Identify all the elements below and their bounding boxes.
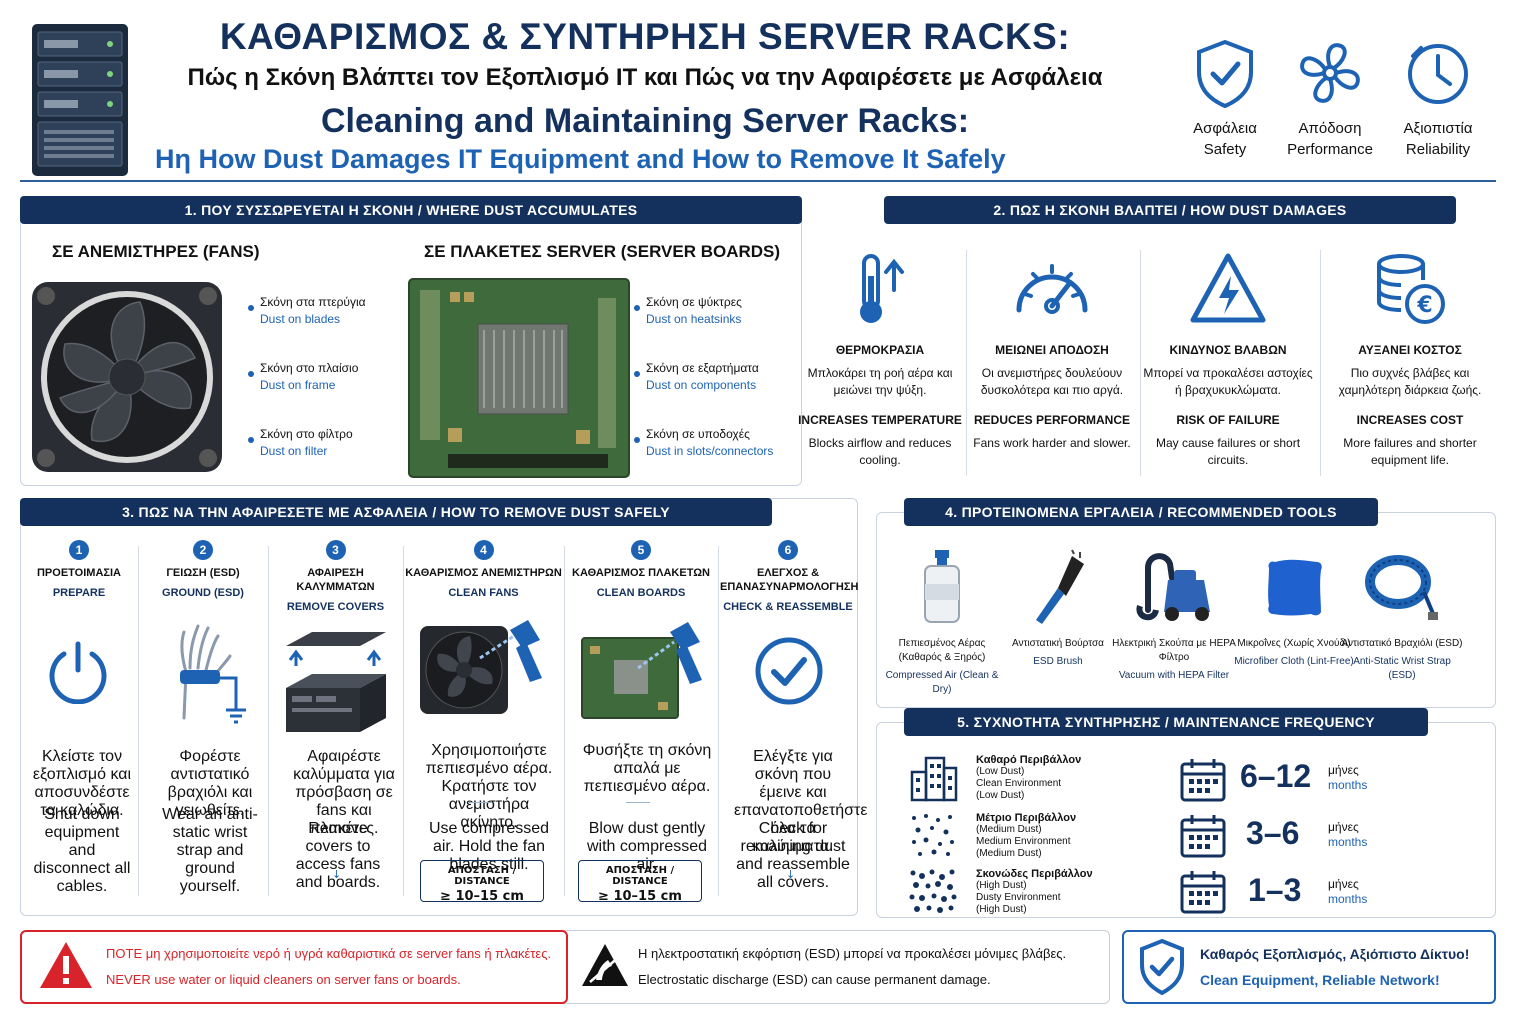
callout-board-components: Σκόνη σε εξαρτήματα Dust on components <box>646 361 759 392</box>
callout-fan-blades: Σκόνη στα πτερύγια Dust on blades <box>260 295 366 326</box>
warning-no-liquids <box>20 930 568 1004</box>
calendar-icon <box>1180 815 1226 858</box>
check-circle-icon <box>755 637 823 705</box>
shield-check-icon <box>1140 938 1184 996</box>
shield-check-icon <box>1197 39 1253 108</box>
calendar-icon <box>1180 871 1226 914</box>
step-clean-fans: 4 ΚΑΘΑΡΙΣΜΟΣ ΑΝΕΜΙΣΤΗΡΩΝ CLEAN FANS <box>405 540 562 600</box>
tool-esd-brush: Αντιστατική Βούρτσα ESD Brush <box>996 548 1120 669</box>
power-icon <box>49 641 107 704</box>
frequency-medium: 3–6 <box>1246 815 1300 851</box>
brush-icon <box>1036 549 1084 624</box>
vacuum-icon <box>1136 553 1210 621</box>
clean-board-icon <box>581 622 702 719</box>
calendar-icon <box>1180 759 1226 802</box>
step-clean-boards: 5 ΚΑΘΑΡΙΣΜΟΣ ΠΛΑΚΕΤΩΝ CLEAN BOARDS <box>566 540 716 600</box>
badge-performance: Απόδοση Performance <box>1275 38 1385 158</box>
compressed-air-icon <box>924 550 960 623</box>
page-subtitle-greek: Πώς η Σκόνη Βλάπτει τον Εξοπλισμό ΙΤ και… <box>187 64 1103 91</box>
damage-temperature: ΘΕΡΜΟΚΡΑΣΙΑ Μπλοκάρει τη ροή αέρα και με… <box>794 250 966 469</box>
boards-heading: ΣΕ ΠΛΑΚΕΤΕΣ SERVER (SERVER BOARDS) <box>424 242 781 261</box>
damage-cost: € ΑΥΞΑΝΕΙ ΚΟΣΤΟΣ Πιο συχνές βλάβες και χ… <box>1324 250 1496 469</box>
tool-antistatic-wrist-strap: Αντιστατικό Βραχιόλι (ESD) Anti-Static W… <box>1340 548 1464 683</box>
page-title-english: Cleaning and Maintaining Server Racks: <box>320 102 970 140</box>
dusty-server-board-illustration <box>408 278 630 478</box>
cost-icon: € <box>1377 254 1445 324</box>
tool-microfiber-cloth: Μικροΐνες (Χωρίς Χνούδι) Microfiber Clot… <box>1232 548 1356 669</box>
badge-safety: Ασφάλεια Safety <box>1170 38 1280 158</box>
callout-board-heatsinks: Σκόνη σε ψύκτρες Dust on heatsinks <box>646 295 742 326</box>
section-4-bar: 4. ΠΡΟΤΕΙΝΟΜΕΝΑ ΕΡΓΑΛΕΙΑ / RECOMMENDED T… <box>904 498 1378 526</box>
high-dust-icon <box>909 869 957 913</box>
arrow-down-icon: ↓ <box>332 868 342 881</box>
callout-fan-frame: Σκόνη στο πλαίσιο Dust on frame <box>260 361 359 392</box>
warning-icon <box>1190 253 1266 323</box>
step-remove-covers: 3 ΑΦΑΙΡΕΣΗ ΚΑΛΥΜΜΑΤΩΝ REMOVE COVERS <box>270 540 401 614</box>
section-5-bar: 5. ΣΥΧΝΟΤΗΤΑ ΣΥΝΤΗΡΗΣΗΣ / MAINTENANCE FR… <box>904 708 1428 736</box>
building-icon <box>910 756 958 802</box>
thermometer-icon <box>860 254 904 323</box>
step-check-reassemble: 6 ΕΛΕΓΧΟΣ & ΕΠΑΝΑΣΥΝΑΡΜΟΛΟΓΗΣΗ CHECK & R… <box>720 540 858 614</box>
fan-icon <box>1300 43 1360 103</box>
slogan-box <box>1122 930 1496 1004</box>
damage-performance: ΜΕΙΩΝΕΙ ΑΠΟΔΟΣΗ Οι ανεμιστήρες δουλεύουν… <box>966 250 1138 452</box>
clean-fan-icon <box>420 620 542 714</box>
medium-dust-icon <box>912 814 954 856</box>
page-title-greek: ΚΑΘΑΡΙΣΜΟΣ & ΣΥΝΤΗΡΗΣΗ SERVER RACKS: <box>219 16 1071 57</box>
esd-warning-icon <box>582 944 628 986</box>
step-ground-esd: 2 ΓΕΙΩΣΗ (ESD) GROUND (ESD) <box>140 540 266 600</box>
badge-reliability: Αξιοπιστία Reliability <box>1383 38 1493 158</box>
clock-icon <box>1408 44 1468 104</box>
tool-hepa-vacuum: Ηλεκτρική Σκούπα με HEPA Φίλτρο Vacuum w… <box>1112 548 1236 683</box>
page-subtitle-english: Hη How Dust Damages IT Equipment and How… <box>155 144 1006 174</box>
warning-text-greek: ΠΟΤΕ μη χρησιμοποιείτε νερό ή υγρά καθαρ… <box>106 946 552 961</box>
slogan-english: Clean Equipment, Reliable Network! <box>1200 972 1440 988</box>
distance-box-fans: ΑΠΟΣΤΑΣΗ / DISTANCE ≥ 10–15 cm <box>420 860 544 904</box>
damage-failure-risk: ΚΙΝΔΥΝΟΣ ΒΛΑΒΩΝ Μπορεί να προκαλέσει αστ… <box>1142 250 1314 469</box>
step-prepare: 1 ΠΡΟΕΤΟΙΜΑΣΙΑ PREPARE <box>22 540 136 600</box>
tool-compressed-air: Πεπιεσμένος Αέρας (Καθαρός & Ξηρός) Comp… <box>880 548 1004 697</box>
dusty-fan-illustration <box>32 282 222 472</box>
warning-text-english: NEVER use water or liquid cleaners on se… <box>106 972 461 987</box>
fans-heading: ΣΕ ΑΝΕΜΙΣΤΗΡΕΣ (FANS) <box>52 242 260 261</box>
environment-medium: Μέτριο Περιβάλλον (Medium Dust) Medium E… <box>976 812 1077 859</box>
esd-text-english: Electrostatic discharge (ESD) can cause … <box>638 972 991 987</box>
svg-text:€: € <box>1416 293 1432 318</box>
callout-board-slots: Σκόνη σε υποδοχές Dust in slots/connecto… <box>646 427 774 458</box>
warning-icon <box>40 942 92 988</box>
server-rack-icon <box>32 24 128 176</box>
esd-text-greek: Η ηλεκτροστατική εκφόρτιση (ESD) μπορεί … <box>638 946 1067 961</box>
environment-clean: Καθαρό Περιβάλλον (Low Dust) Clean Envir… <box>976 754 1082 801</box>
remove-cover-icon <box>286 632 386 732</box>
wrist-strap-hand-icon <box>180 624 246 724</box>
wrist-strap-icon <box>1365 555 1438 620</box>
section-1-bar: 1. ΠΟΥ ΣΥΣΣΩΡΕΥΕΤΑΙ Η ΣΚΟΝΗ / WHERE DUST… <box>20 196 802 224</box>
header-divider <box>20 180 1496 182</box>
environment-dusty: Σκονώδες Περιβάλλον (High Dust) Dusty En… <box>976 868 1093 915</box>
frequency-dusty: 1–3 <box>1248 872 1302 908</box>
section-3-bar: 3. ΠΩΣ ΝΑ ΤΗΝ ΑΦΑΙΡΕΣΕΤΕ ΜΕ ΑΣΦΑΛΕΙΑ / H… <box>20 498 772 526</box>
section-2-bar: 2. ΠΩΣ Η ΣΚΟΝΗ ΒΛΑΠΤΕΙ / HOW DUST DAMAGE… <box>884 196 1456 224</box>
arrow-down-icon: ↓ <box>786 868 796 881</box>
frequency-clean: 6–12 <box>1240 758 1312 794</box>
gauge-icon <box>1016 264 1088 314</box>
slogan-greek: Καθαρός Εξοπλισμός, Αξιόπιστο Δίκτυο! <box>1200 946 1470 962</box>
cloth-icon <box>1268 559 1322 616</box>
callout-fan-filter: Σκόνη στο φίλτρο Dust on filter <box>260 427 353 458</box>
distance-box-boards: ΑΠΟΣΤΑΣΗ / DISTANCE ≥ 10–15 cm <box>578 860 702 904</box>
